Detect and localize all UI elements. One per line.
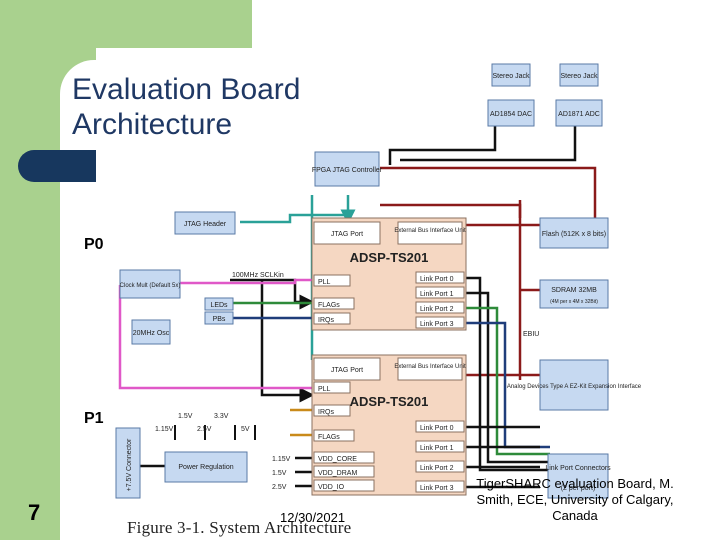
dsp0-link0: Link Port 0 (420, 276, 454, 283)
fpga-label: FPGA JTAG Controller (312, 167, 383, 174)
figure-caption: Figure 3-1. System Architecture (127, 518, 352, 537)
dsp1-vdd-io: VDD_IO (318, 484, 345, 491)
pbs-box (204, 311, 234, 325)
slide-title: Evaluation Board Architecture (72, 73, 301, 141)
stereo-jack-2-label: Stereo Jack (561, 73, 598, 80)
volt-mid-1: 2.5V (197, 426, 212, 433)
dsp1-block (311, 354, 467, 496)
volt-top-0: 1.5V (178, 413, 193, 420)
dsp0-link2: Link Port 2 (420, 306, 454, 313)
dsp0-pll-label: PLL (318, 279, 331, 286)
dsp1-link1: Link Port 1 (420, 445, 454, 452)
dsp1-vdd-core: VDD_CORE (318, 456, 357, 463)
sdram-label: SDRAM 32MB (551, 287, 597, 294)
green-top-bar (0, 0, 252, 48)
dsp1-pll-label: PLL (318, 386, 331, 393)
volt-mid-2: 5V (241, 426, 250, 433)
jtag-header-label: JTAG Header (184, 221, 227, 228)
sdram-sub-label: (4M per x 4M x 32Bit) (550, 299, 598, 305)
slide-date: 12/30/2021 (280, 510, 346, 525)
architecture-diagram: Stereo Jack Stereo Jack AD1854 DAC AD187… (115, 63, 642, 499)
wire-link1 (465, 291, 550, 464)
wire-pink-flags (180, 278, 312, 285)
dsp1-link0: Link Port 0 (420, 425, 454, 432)
diagram-labels: Stereo Jack Stereo Jack AD1854 DAC AD187… (120, 73, 642, 492)
fpga-box (314, 151, 380, 187)
blue-accent-tab (18, 150, 96, 182)
dsp1-flags-label: FLAGs (318, 434, 340, 441)
leds-label: LEDs (210, 302, 228, 309)
osc-box (131, 319, 171, 345)
dsp0-link3: Link Port 3 (420, 321, 454, 328)
dsp0-jtag-label: JTAG Port (331, 231, 363, 238)
wire-dac-fpga (388, 112, 497, 165)
clock-label: 100MHz SCLKin (232, 272, 284, 279)
adc-box (555, 99, 603, 127)
wire-pink-pll1 (118, 285, 312, 390)
top-boxes (115, 63, 609, 499)
p0-label: P0 (84, 236, 104, 253)
dsp0-ebiu-label: External Bus Interface Unit (394, 228, 466, 234)
analog-devices-label: Analog Devices Type A EZ-Kit Expansion I… (507, 384, 642, 390)
power-reg-box (164, 451, 248, 483)
sdram-box (539, 279, 609, 309)
wire-fpga-flash (380, 166, 597, 218)
clock-mult-box (119, 269, 181, 299)
stereo-jack-2 (559, 63, 599, 87)
wire-volts (174, 425, 256, 440)
p1-label: P1 (84, 410, 104, 427)
jtag-header-box (174, 211, 236, 235)
dsp0-irqs-label: IRQs (318, 317, 334, 324)
wire-jtag-header (240, 213, 348, 224)
slide-number: 7 (28, 500, 41, 525)
dsp1-link2: Link Port 2 (420, 465, 454, 472)
flash-label: Flash (512K x 8 bits) (542, 231, 606, 238)
dac-label: AD1854 DAC (490, 111, 532, 118)
dsp1-jtag-label: JTAG Port (331, 367, 363, 374)
stereo-jack-1-label: Stereo Jack (493, 73, 530, 80)
link-connectors-sub-label: (2 per port) (561, 485, 596, 492)
adc-label: AD1871 ADC (558, 111, 600, 118)
dac-box (487, 99, 535, 127)
slide-footer: TigerSHARC evaluation Board, M. Smith, E… (476, 476, 674, 523)
analog-devices-box (539, 359, 609, 411)
dsp0-name: ADSP-TS201 (350, 250, 429, 265)
dsp0-link1: Link Port 1 (420, 291, 454, 298)
wire-clk-pll1 (260, 280, 315, 403)
dsp1-ebiu-label: External Bus Interface Unit (394, 364, 466, 370)
link-connectors-label: Link Port Connectors (545, 465, 611, 472)
wire-link2 (465, 306, 550, 456)
volt-out-0: 1.15V (272, 456, 291, 463)
volt-out-2: 2.5V (272, 484, 287, 491)
link-connectors-box (547, 453, 609, 499)
osc-label: 20MHz Osc (133, 330, 170, 337)
ebiu-label: EBIU (523, 331, 539, 338)
volt-mid-0: 1.15V (155, 426, 174, 433)
volt-out-1: 1.5V (272, 470, 287, 477)
wire-ebiu-flash (380, 203, 522, 218)
volt-top-1: 3.3V (214, 413, 229, 420)
connector-box (115, 427, 141, 499)
dsp1-name: ADSP-TS201 (350, 394, 429, 409)
wires (118, 112, 597, 489)
dsp1-link3: Link Port 3 (420, 485, 454, 492)
dsp1-vdd-dram: VDD_DRAM (318, 470, 357, 477)
connector-label: +7.5V Connector (126, 438, 133, 491)
stereo-jack-1 (491, 63, 531, 87)
power-reg-label: Power Regulation (178, 464, 233, 471)
dsp1-irqs-label: IRQs (318, 409, 334, 416)
flash-box (539, 217, 609, 249)
clock-mult-label: Clock Mult (Default 5x) (120, 283, 181, 289)
leds-box (204, 297, 234, 311)
wire-link0 (465, 276, 550, 472)
wire-adc-fpga (400, 112, 577, 162)
dsp0-block (311, 217, 467, 331)
dsp0-flags-label: FLAGs (318, 302, 340, 309)
pbs-label: PBs (213, 316, 226, 323)
